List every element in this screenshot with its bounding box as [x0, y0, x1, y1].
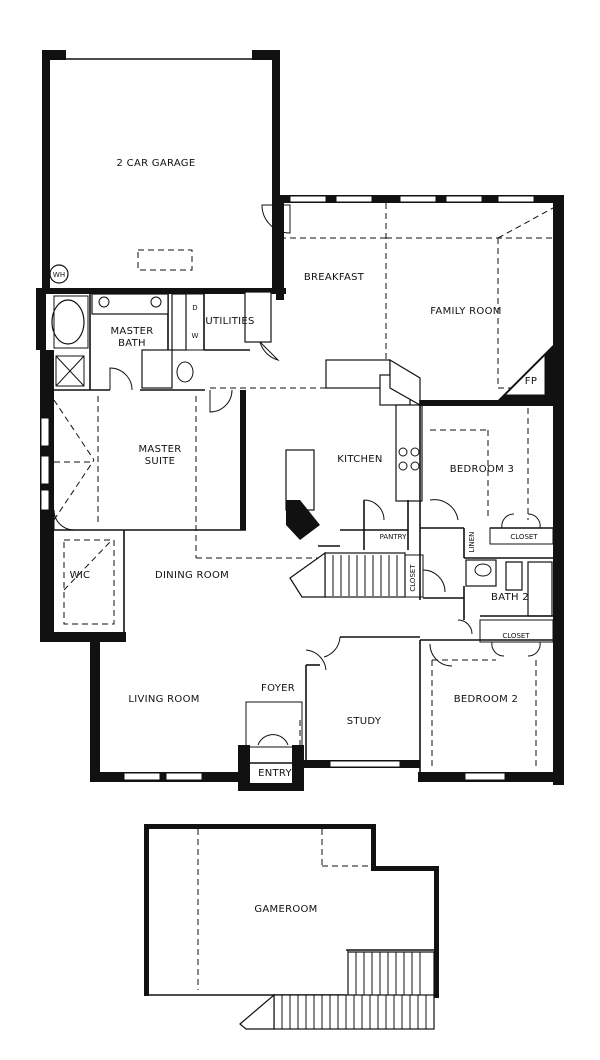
closet-bedroom-3-label: CLOSET [510, 533, 538, 541]
bedroom-3-label: BEDROOM 3 [450, 464, 514, 475]
bath-2-label: BATH 2 [491, 592, 529, 603]
interior-walls [49, 203, 564, 775]
entry-label: ENTRY [258, 768, 292, 779]
gameroom-label: GAMEROOM [254, 904, 317, 915]
closet-bedroom-2-label: CLOSET [502, 632, 530, 640]
kitchen-label: KITCHEN [337, 454, 382, 465]
study-label: STUDY [347, 716, 382, 727]
master-bath-label-line1: MASTER [111, 326, 154, 337]
water-heater-label: WH [53, 271, 65, 279]
fireplace-label: FP [525, 376, 537, 387]
dining-room-label: DINING ROOM [155, 570, 229, 581]
master-bath-label-line2: BATH [118, 338, 146, 349]
pantry-label: PANTRY [380, 533, 407, 541]
breakfast-label: BREAKFAST [304, 272, 365, 283]
garage [42, 50, 280, 290]
windows [40, 195, 535, 781]
wic-label: WIC [70, 570, 91, 581]
water-heater-icon [49, 264, 69, 284]
living-room-label: LIVING ROOM [128, 694, 199, 705]
utilities-label: UTILITIES [205, 316, 254, 327]
door-swings [53, 204, 541, 746]
room-labels: 2 CAR GARAGE WH BREAKFAST FAMILY ROOM MA… [53, 158, 538, 915]
dryer-label: D [192, 304, 197, 312]
master-suite-label-line2: SUITE [145, 456, 176, 467]
foyer-label: FOYER [261, 683, 295, 694]
family-room-label: FAMILY ROOM [430, 306, 501, 317]
washer-label: W [192, 332, 199, 340]
closet-hall-label: CLOSET [409, 564, 417, 592]
linen-label: LINEN [468, 532, 476, 553]
bedroom-2-label: BEDROOM 2 [454, 694, 518, 705]
garage-label: 2 CAR GARAGE [117, 158, 196, 169]
gameroom [144, 824, 439, 1030]
master-suite-label-line1: MASTER [139, 444, 182, 455]
